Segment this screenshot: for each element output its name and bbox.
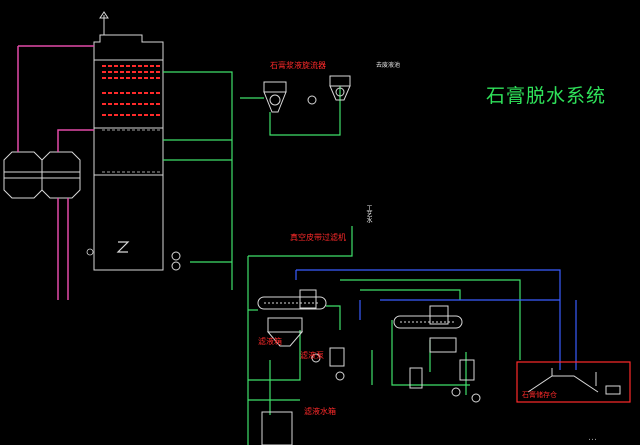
label-process-water: 工艺水: [365, 205, 372, 223]
tower-details: [86, 129, 160, 256]
gypsum-storage: [516, 361, 631, 403]
label-filter-cloth-water-tank: 滤液水箱: [304, 407, 336, 416]
slurry-pumps: [171, 251, 181, 271]
vacuum-belt-filter-2: [393, 305, 481, 403]
absorber-tower: [93, 34, 164, 271]
flue-gas-lines: [17, 45, 94, 300]
label-gypsum-cyclone: 石膏浆液旋流器: [270, 61, 326, 70]
diagram-title: 石膏脱水系统: [486, 85, 607, 107]
blue-lines: [295, 269, 577, 370]
ggh-heat-exchanger: [3, 151, 81, 199]
label-filtrate-pump: 滤液泵: [300, 351, 324, 360]
outlet-duct: [99, 11, 109, 35]
watermark-text: …: [588, 433, 597, 443]
label-to-wastewater-pool: 去废液池: [376, 62, 401, 69]
label-vacuum-belt-filter: 真空皮带过滤机: [290, 233, 346, 242]
process-lines: [163, 71, 521, 445]
spray-layers: [102, 65, 162, 116]
label-filtrate-tank: 滤液箱: [258, 337, 282, 346]
gypsum-cyclone: [263, 75, 351, 113]
label-gypsum-storage: 石膏储存仓: [522, 391, 557, 399]
vacuum-belt-filter-1: [257, 289, 345, 381]
filtrate-water-tank: [261, 411, 293, 445]
